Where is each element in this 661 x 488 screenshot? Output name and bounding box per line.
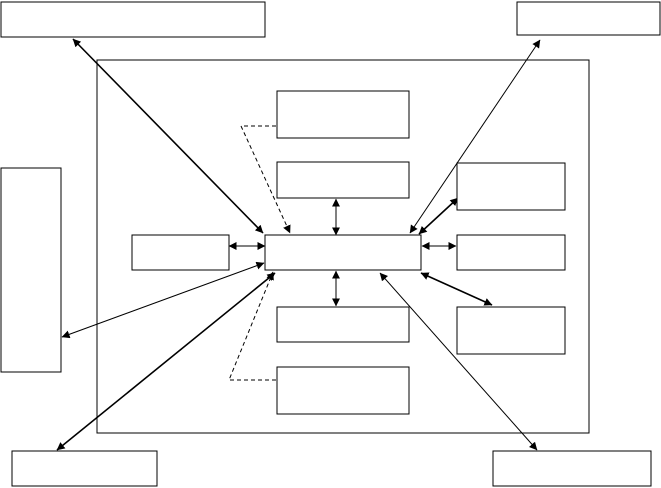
node-bottom-right <box>492 450 652 487</box>
edge-inner-top-1-to-center <box>240 125 291 234</box>
node-inner-bottom-2 <box>276 366 410 415</box>
node-inner-right-top <box>456 162 566 211</box>
node-box <box>0 167 62 373</box>
node-box <box>131 234 230 271</box>
node-inner-right-bottom <box>456 306 566 355</box>
node-box <box>0 1 266 38</box>
edge-center-to-inner-right-bottom <box>420 272 493 306</box>
edge-center-to-inner-right-top <box>418 197 459 235</box>
node-box <box>492 450 652 487</box>
edge-center-to-bottom-left <box>56 272 276 451</box>
node-box <box>264 234 422 271</box>
edge-inner-bottom-2-to-center <box>228 271 276 381</box>
node-box <box>276 161 410 199</box>
node-box <box>456 306 566 355</box>
edge-center-to-top-left <box>72 38 264 234</box>
node-box <box>276 306 410 343</box>
node-box <box>276 90 410 139</box>
node-box <box>516 1 661 36</box>
node-top-left <box>0 1 266 38</box>
node-box <box>276 366 410 415</box>
node-left-tall <box>0 167 62 373</box>
node-inner-left <box>131 234 230 271</box>
system-boundary-frame <box>96 59 590 434</box>
node-inner-top-1 <box>276 90 410 139</box>
node-inner-bottom-1 <box>276 306 410 343</box>
node-bottom-left <box>11 450 158 487</box>
edge-center-to-left-tall <box>61 261 265 339</box>
node-inner-top-2 <box>276 161 410 199</box>
connector-layer <box>56 38 541 451</box>
node-box <box>456 234 566 271</box>
edge-center-to-bottom-right <box>379 272 538 451</box>
node-box <box>11 450 158 487</box>
node-top-right <box>516 1 661 36</box>
node-center <box>264 234 422 271</box>
node-inner-right-mid <box>456 234 566 271</box>
node-box <box>456 162 566 211</box>
